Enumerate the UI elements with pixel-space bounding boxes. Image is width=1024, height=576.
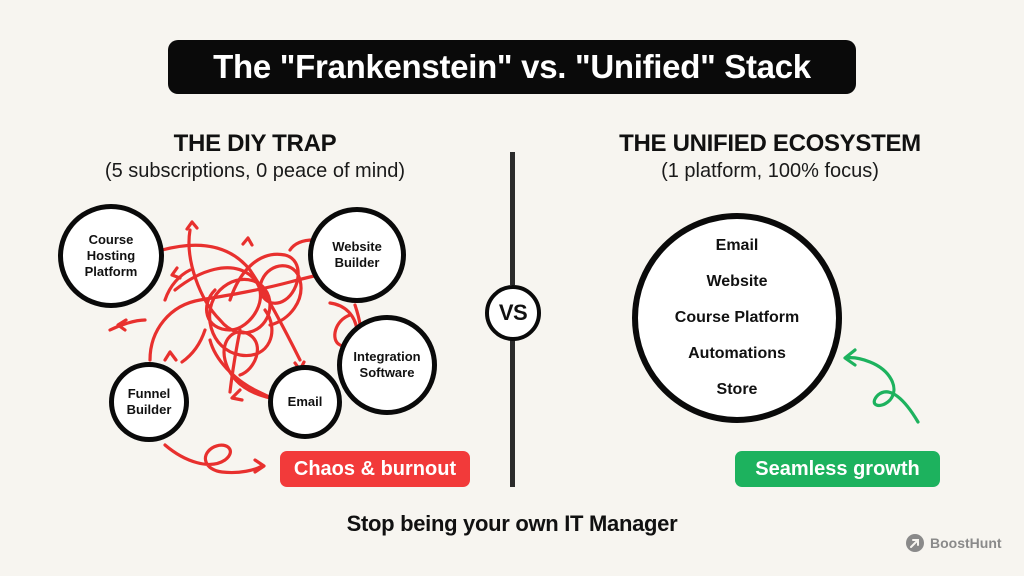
node-funnel-builder: Funnel Builder [109,362,189,442]
vs-badge: VS [485,285,541,341]
unified-item-course-platform: Course Platform [674,309,800,326]
unified-item-automations: Automations [688,345,786,362]
unified-heading: THE UNIFIED ECOSYSTEM [619,130,921,157]
node-website-builder: Website Builder [308,207,406,303]
arrow-up-right-icon [906,534,924,552]
page-title: The "Frankenstein" vs. "Unified" Stack [168,40,856,94]
brand-name: BoostHunt [930,535,1002,551]
diy-trap-subheading: (5 subscriptions, 0 peace of mind) [104,160,406,182]
unified-item-website: Website [706,273,768,290]
chaos-burnout-badge: Chaos & burnout [280,451,470,487]
brand-logo: BoostHunt [906,534,1002,552]
node-integration-software: Integration Software [337,315,437,415]
divider-top [510,152,515,285]
footer-tagline: Stop being your own IT Manager [346,511,678,536]
unified-header: THE UNIFIED ECOSYSTEM (1 platform, 100% … [570,130,970,184]
diy-trap-header: THE DIY TRAP (5 subscriptions, 0 peace o… [40,130,470,184]
unified-platform-circle: Email Website Course Platform Automation… [632,213,842,423]
seamless-growth-badge: Seamless growth [735,451,940,487]
unified-item-email: Email [715,237,759,254]
unified-item-store: Store [716,381,758,398]
diy-trap-heading: THE DIY TRAP [173,130,337,157]
node-email: Email [268,365,342,439]
unified-subheading: (1 platform, 100% focus) [661,160,879,182]
node-course-hosting-platform: Course Hosting Platform [58,204,164,308]
divider-bottom [510,339,515,487]
